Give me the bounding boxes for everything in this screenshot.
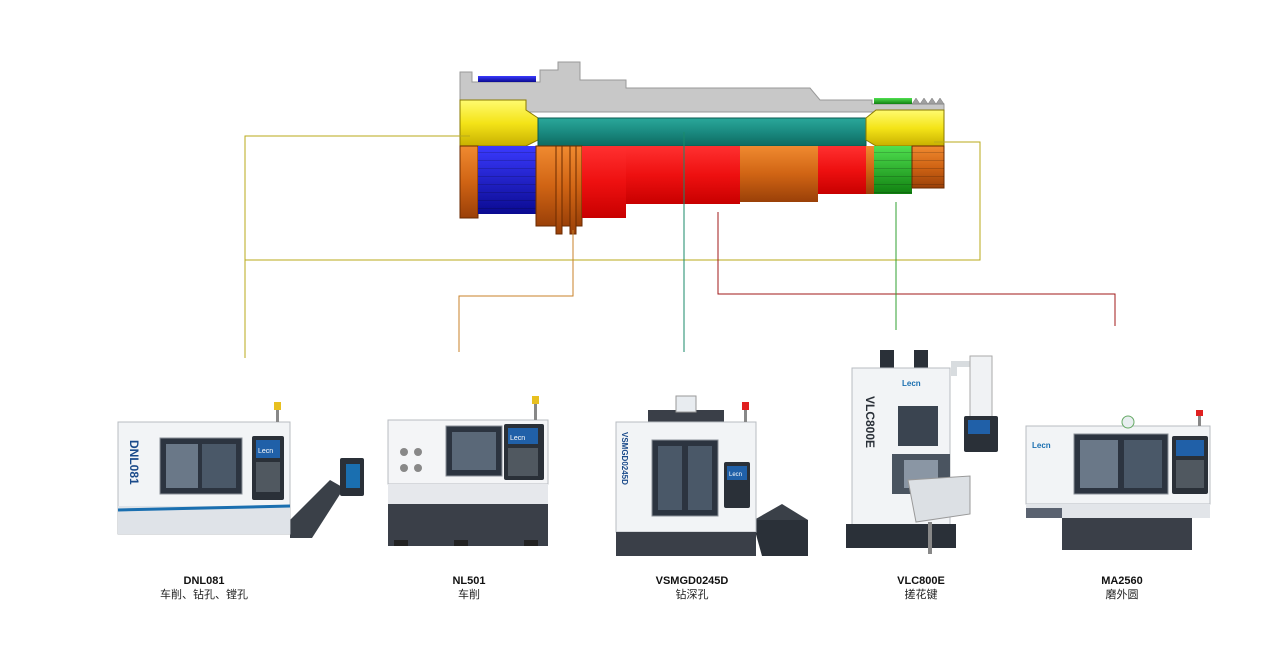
turned-orange-mid [740,146,818,202]
model-name: VSMGD0245D [655,575,729,587]
connector-yellow [244,135,470,358]
model-name: DNL081 [183,575,225,587]
machine-ma2560-brand: Lecn [1032,441,1051,450]
machine-vlc800e-body-text: VLC800E [863,396,877,448]
machine-nl501-brand: Lecn [510,435,525,442]
model-name: NL501 [452,575,486,587]
operation-name: 搓花键 [904,589,938,601]
caption-nl501: NL501 车削 [369,574,569,602]
machine-vsmgd0245d-brand: Lecn [729,472,742,478]
turned-red-3 [818,146,866,194]
machine-vlc800e-image: VLC800E Lecn [846,350,998,554]
caption-dnl081: DNL081 车削、钻孔、镗孔 [104,574,304,602]
connector-orange [458,230,574,352]
deep-hole-teal [537,117,867,147]
model-name: MA2560 [1101,575,1143,587]
operation-name: 车削、钻孔、镗孔 [160,589,248,601]
flange-left-orange [459,145,479,219]
machine-dnl081-image: DNL081 Lecn [117,402,364,538]
machine-vlc800e-brand: Lecn [902,379,921,388]
machine-dnl081-brand: Lecn [258,448,273,455]
bore-right-yellow [865,109,945,147]
operation-name: 磨外圆 [1105,589,1139,601]
machine-dnl081-body-text: DNL081 [127,440,141,485]
machine-nl501-image: Lecn [387,396,549,546]
caption-vsmgd0245d: VSMGD0245D 钻深孔 [592,574,792,602]
machine-ma2560-image: Lecn [1025,410,1211,550]
turned-red-1 [582,146,626,218]
caption-vlc800e: VLC800E 搓花键 [821,574,1021,602]
machine-vsmgd0245d-body-text: VSMGD0245D [620,432,629,485]
connector-red [717,212,1116,326]
caption-ma2560: MA2560 磨外圆 [1022,574,1222,602]
spline-top-green [874,98,912,104]
bore-left-yellow [459,99,539,147]
operation-name: 车削 [458,589,480,601]
operation-name: 钻深孔 [675,589,709,601]
spline-top-blue [478,76,536,82]
shaft-upper-profile [459,61,945,113]
thread-top [911,97,945,105]
machine-vsmgd0245d-image: VSMGD0245D Lecn [615,395,808,556]
model-name: VLC800E [897,575,945,587]
turned-red-2 [626,146,740,204]
